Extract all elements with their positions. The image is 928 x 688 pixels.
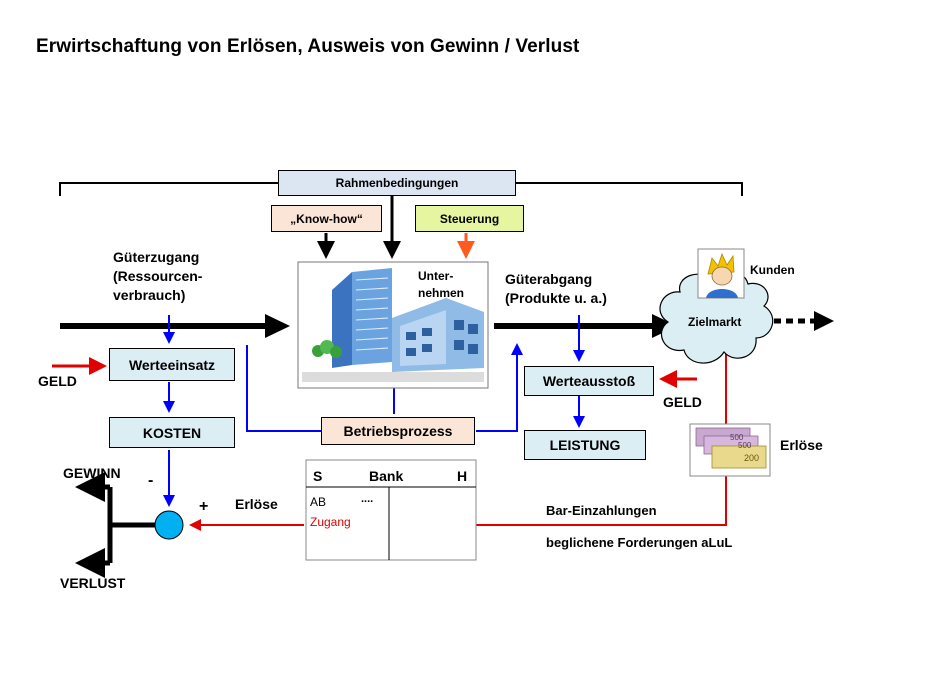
gewinn-label: GEWINN xyxy=(63,465,121,481)
unternehmen-line-2: nehmen xyxy=(418,286,465,300)
market-dotted-arrow xyxy=(762,311,834,331)
leistung-box: LEISTUNG xyxy=(524,430,646,460)
bar-einzahlungen-label: Bar-Einzahlungen xyxy=(546,503,657,518)
verlust-label: VERLUST xyxy=(60,575,126,591)
forderungen-label: beglichene Forderungen aLuL xyxy=(546,535,733,550)
werteausstoss-box: Werteausstoß xyxy=(524,366,654,396)
bank-dots: .... xyxy=(361,493,374,505)
gueterzugang-line-1: Güterzugang xyxy=(113,249,200,265)
gueterzugang-line-3: verbrauch) xyxy=(113,287,186,303)
minus-sign: - xyxy=(148,472,154,489)
unternehmen-line-1: Unter- xyxy=(418,269,454,283)
result-branch xyxy=(107,487,155,563)
plus-sign: + xyxy=(199,498,209,515)
unternehmen-label: Unter- nehmen xyxy=(418,268,464,302)
company-building-illustration xyxy=(297,261,489,389)
geld-in-label: GELD xyxy=(38,373,77,389)
main-flow-left-arrow xyxy=(60,314,290,338)
knowhow-box: „Know-how“ xyxy=(271,205,382,232)
banknote-1-value: 500 xyxy=(730,433,744,442)
zielmarkt-label: Zielmarkt xyxy=(688,315,742,329)
erloese-market-label: Erlöse xyxy=(780,437,823,453)
werteeinsatz-box: Werteeinsatz xyxy=(109,348,235,381)
gueterzugang-line-2: (Ressourcen- xyxy=(113,268,203,284)
bank-title: Bank xyxy=(369,468,404,484)
page-title: Erwirtschaftung von Erlösen, Ausweis von… xyxy=(36,36,580,57)
betriebsprozess-box: Betriebsprozess xyxy=(321,417,475,445)
kosten-box: KOSTEN xyxy=(109,417,235,448)
bank-zugang-label: Zugang xyxy=(310,515,351,529)
rahmenbedingungen-box: Rahmenbedingungen xyxy=(278,170,516,196)
geld-out-label: GELD xyxy=(663,394,702,410)
betriebsprozess-loop-right xyxy=(476,343,523,432)
main-flow-right-arrow xyxy=(494,314,677,338)
banknote-2-value: 500 xyxy=(738,441,752,450)
erloese-cash-line xyxy=(376,340,727,531)
result-circle xyxy=(154,510,184,540)
banknotes-image: 500 500 200 xyxy=(689,423,771,477)
gueterabgang-line-1: Güterabgang xyxy=(505,271,593,287)
steuerung-box: Steuerung xyxy=(415,205,524,232)
betriebsprozess-loop-left xyxy=(246,345,321,432)
gueterabgang-label: Güterabgang (Produkte u. a.) xyxy=(505,270,607,308)
bank-ab-label: AB xyxy=(310,495,327,509)
banknote-3-value: 200 xyxy=(744,453,759,463)
kunden-customer-icon xyxy=(697,248,745,299)
gueterabgang-line-2: (Produkte u. a.) xyxy=(505,290,607,306)
bank-h-label: H xyxy=(457,468,468,484)
kunden-label: Kunden xyxy=(750,263,795,277)
bank-s-label: S xyxy=(313,468,323,484)
bank-t-account xyxy=(305,459,477,561)
gueterzugang-label: Güterzugang (Ressourcen- verbrauch) xyxy=(113,248,202,305)
erloese-flow-label: Erlöse xyxy=(235,496,278,512)
